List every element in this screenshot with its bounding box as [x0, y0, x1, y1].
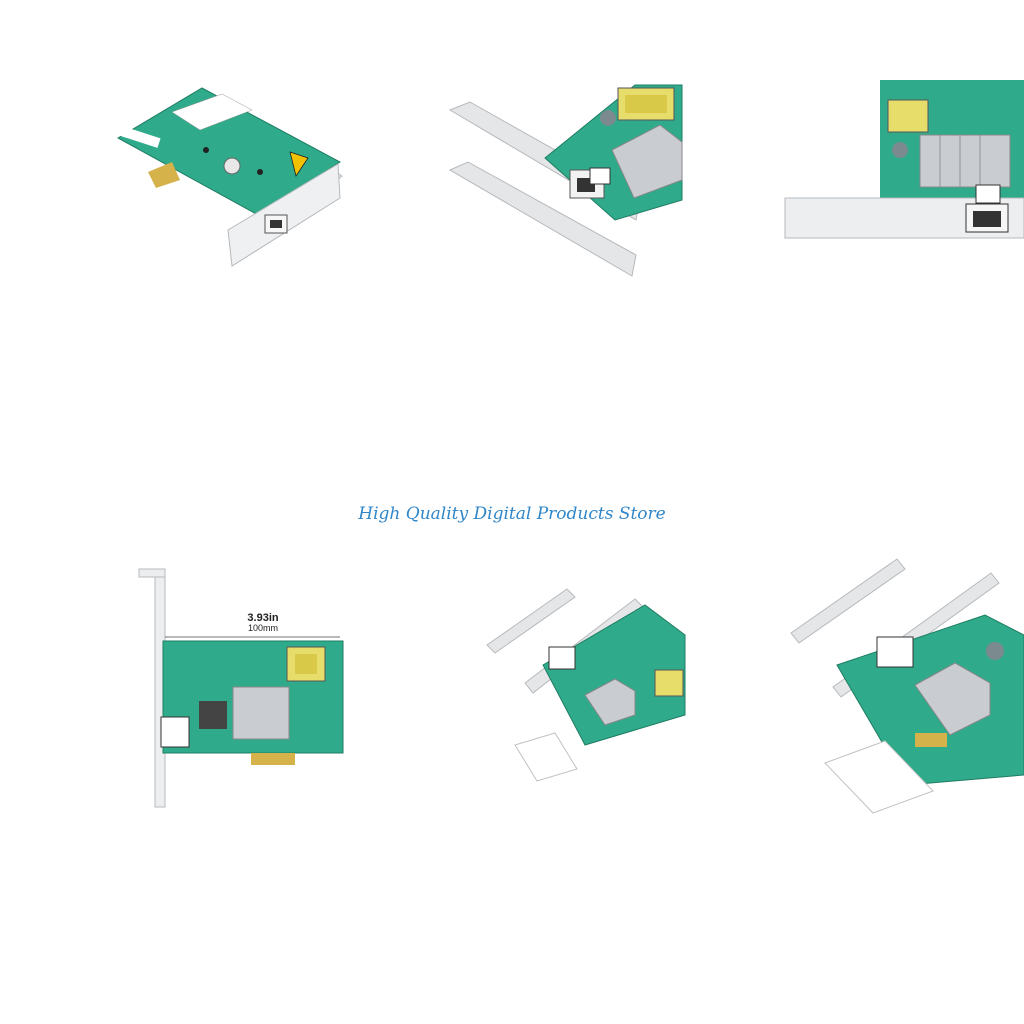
product-photo-card-with-brackets: [448, 84, 683, 277]
store-title: High Quality Digital Products Store: [358, 504, 666, 524]
dimension-inches: 3.93in: [247, 612, 278, 624]
product-photo-card-closeup-port: [784, 80, 1024, 239]
product-photo-card-top-angle: [116, 87, 343, 267]
product-photo-card-package-contents: [486, 588, 686, 782]
product-photo-card-package-contents-large: [790, 558, 1024, 814]
dimension-millimeters: 100mm: [248, 623, 278, 633]
product-photo-card-dimension-view: 3.93in 100mm: [138, 568, 344, 808]
